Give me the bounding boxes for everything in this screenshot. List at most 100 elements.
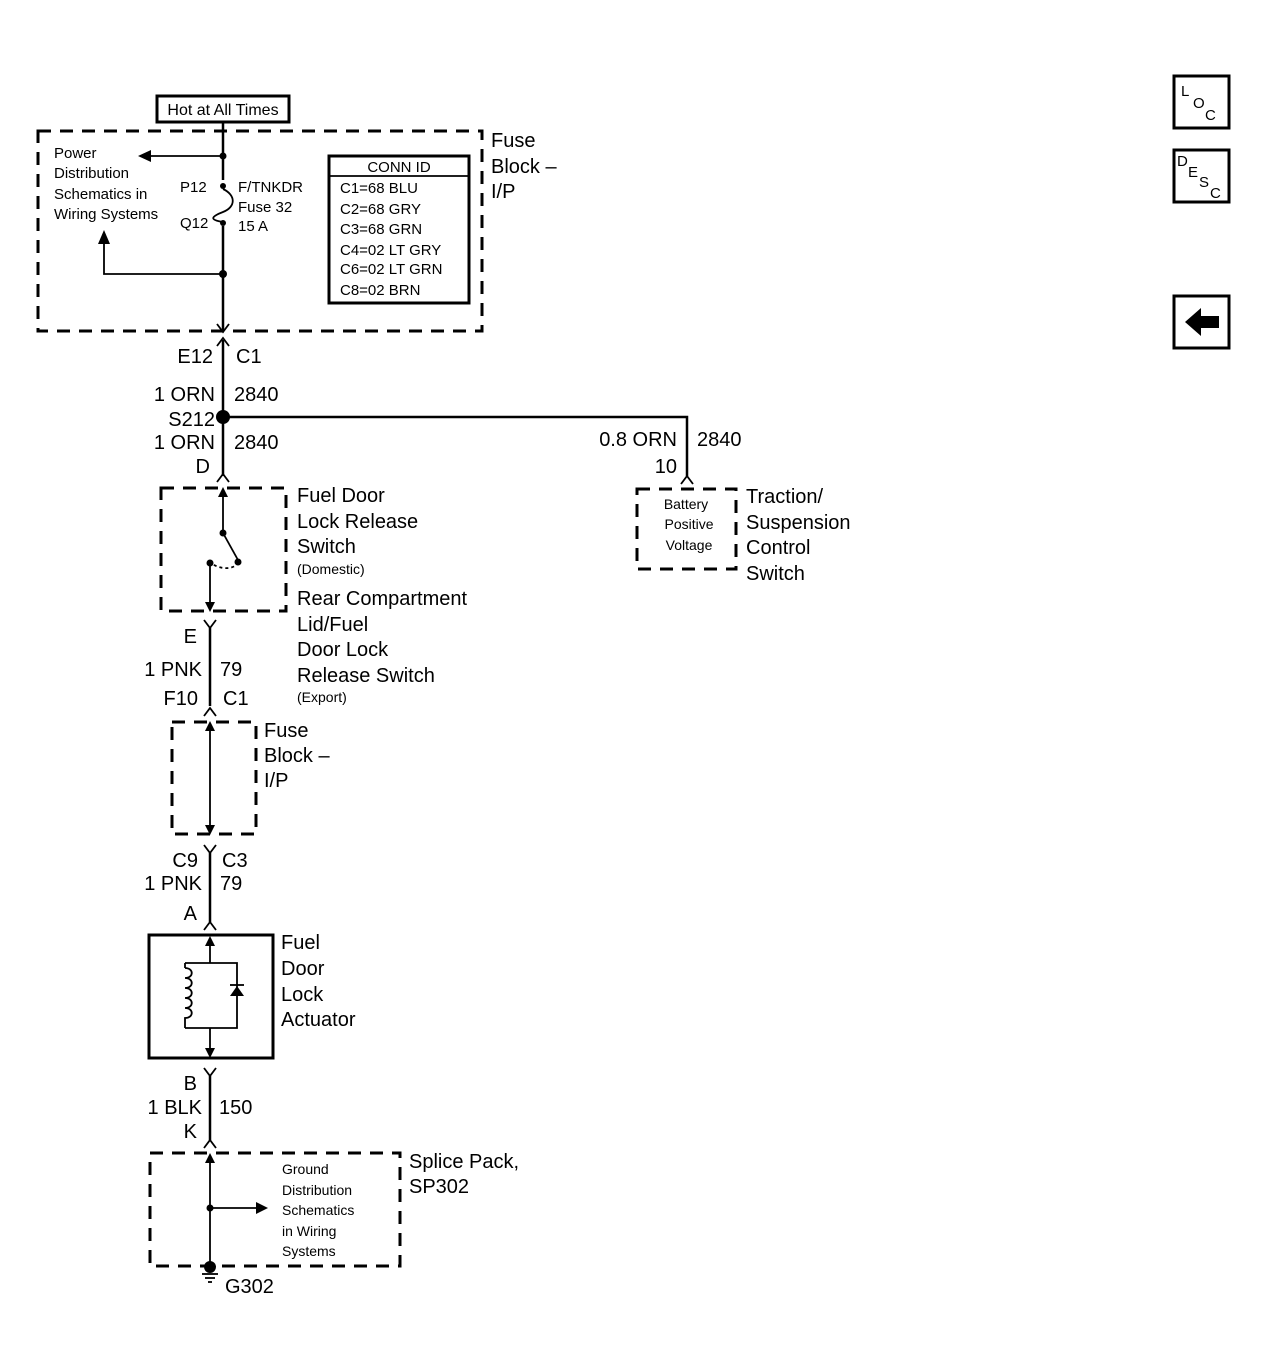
svg-text:O: O [1193,95,1205,112]
svg-text:Wiring Systems: Wiring Systems [54,206,158,223]
svg-text:Door Lock: Door Lock [297,639,389,661]
connector-socket-icon [203,1138,217,1149]
svg-text:F/TNKDR: F/TNKDR [238,179,303,196]
svg-text:Lid/Fuel: Lid/Fuel [297,614,368,636]
ground-icon [202,1273,218,1283]
fuse-block-mid-label: Fuse Block – I/P [264,720,330,792]
back-arrow-icon [1185,308,1219,336]
connector-k: K [184,1121,198,1143]
svg-text:Switch: Switch [746,563,805,585]
arrow-left-icon [138,150,151,162]
svg-text:2840: 2840 [234,384,279,406]
connector-a: A [184,903,198,925]
connector-c3: C3 [222,850,248,872]
svg-text:SP302: SP302 [409,1176,469,1198]
conn-id-table: CONN ID C1=68 BLU C2=68 GRY C3=68 GRN C4… [327,154,471,305]
svg-text:E: E [1188,164,1198,181]
splice-pack-outline [148,1151,402,1268]
fuse-block-top-label: Fuse Block – I/P [491,130,557,203]
fuse-terminal-dot [220,220,226,226]
arrow-right-icon [256,1202,268,1214]
arrow-up-icon [218,487,228,497]
svg-text:Hot at All Times: Hot at All Times [167,102,278,119]
fuse-block-top-outline [36,129,484,333]
diode-icon [230,986,244,996]
connector-arrow-icon [203,619,217,630]
svg-text:Lock: Lock [281,984,324,1006]
svg-text:CONN ID: CONN ID [367,159,431,176]
arrow-down-icon [205,825,215,835]
svg-text:I/P: I/P [491,181,515,203]
power-distribution-label: Power Distribution Schematics in Wiring … [54,145,158,223]
arrow-up-icon [205,1153,215,1163]
connector-socket-icon [203,706,217,717]
fuse-icon [212,188,234,223]
hot-at-all-times-label: Hot at All Times [155,94,291,124]
splice-pack-label: Splice Pack, SP302 [409,1151,519,1198]
connector-socket-icon [680,474,694,485]
traction-switch-label: Traction/ Suspension Control Switch [746,486,851,585]
fuse-labels: P12 Q12 F/TNKDR Fuse 32 15 A [180,179,303,235]
svg-text:1 ORN: 1 ORN [154,432,215,454]
svg-text:Block –: Block – [491,156,557,178]
svg-text:(Domestic): (Domestic) [297,561,365,577]
svg-text:Positive: Positive [664,516,713,532]
svg-text:Switch: Switch [297,536,356,558]
svg-text:Control: Control [746,537,810,559]
arrow-down-icon [205,602,215,612]
svg-text:Traction/: Traction/ [746,486,824,508]
svg-text:Voltage: Voltage [666,537,713,553]
connector-c1: C1 [236,346,262,368]
svg-text:Release Switch: Release Switch [297,665,435,687]
svg-text:1 ORN: 1 ORN [154,384,215,406]
svg-text:Power: Power [54,145,97,162]
svg-text:150: 150 [219,1097,252,1119]
arrow-up-icon [205,721,215,731]
svg-text:Splice Pack,: Splice Pack, [409,1151,519,1173]
connector-pin10: 10 [655,456,677,478]
svg-text:79: 79 [220,873,242,895]
arrow-up-icon [98,230,110,244]
back-button[interactable] [1172,294,1231,350]
svg-text:1 BLK: 1 BLK [148,1097,203,1119]
svg-text:Battery: Battery [664,496,708,512]
splice-s212: S212 [168,409,215,431]
actuator-outline [147,933,275,1060]
loc-button[interactable]: L O C [1172,74,1231,130]
connector-e12: E12 [177,346,213,368]
svg-text:Q12: Q12 [180,215,208,232]
ground-g302: G302 [225,1276,274,1298]
svg-text:Fuse 32: Fuse 32 [238,199,292,216]
actuator-label: Fuel Door Lock Actuator [281,932,356,1031]
svg-text:0.8 ORN: 0.8 ORN [599,429,677,451]
svg-text:Block –: Block – [264,745,330,767]
conn-id-row: C1=68 BLU [340,180,418,197]
connector-socket-icon [216,336,230,347]
svg-text:Fuel: Fuel [281,932,320,954]
svg-text:Suspension: Suspension [746,512,851,534]
svg-text:Ground: Ground [282,1161,329,1177]
svg-text:1 PNK: 1 PNK [144,873,202,895]
svg-text:Distribution: Distribution [54,165,129,182]
svg-text:79: 79 [220,659,242,681]
arrow-up-icon [205,936,215,946]
svg-text:Fuse: Fuse [264,720,308,742]
svg-text:Fuse: Fuse [491,130,535,152]
fuse-terminal-dot [220,183,226,189]
svg-text:(Export): (Export) [297,689,347,705]
svg-text:I/P: I/P [264,770,288,792]
svg-text:Distribution: Distribution [282,1182,352,1198]
svg-text:1 PNK: 1 PNK [144,659,202,681]
connector-c9: C9 [172,850,198,872]
traction-switch-outline [635,487,738,571]
conn-id-row: C8=02 BRN [340,282,420,299]
svg-text:in Wiring: in Wiring [282,1223,336,1239]
connector-socket-icon [203,920,217,931]
svg-text:Rear Compartment: Rear Compartment [297,588,468,610]
svg-text:Systems: Systems [282,1243,336,1259]
desc-button[interactable]: D E S C [1172,148,1231,204]
connector-f10: F10 [164,688,198,710]
ground-distribution-label: Ground Distribution Schematics in Wiring… [282,1161,354,1259]
svg-text:Lock Release: Lock Release [297,511,418,533]
